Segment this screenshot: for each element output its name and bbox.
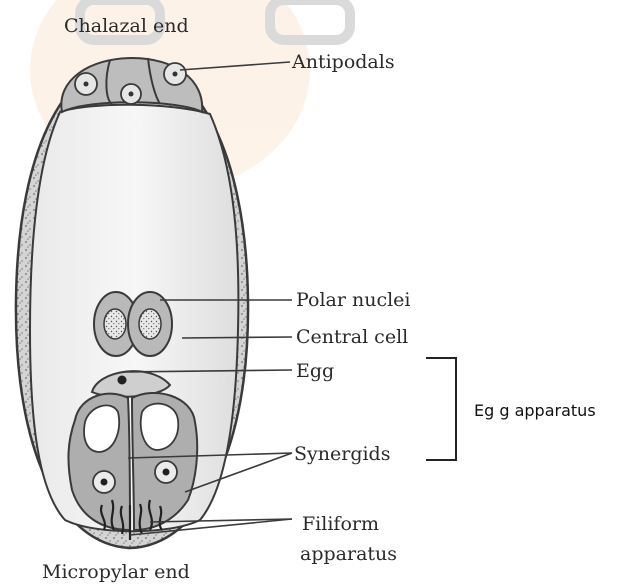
label-filiform-line2: apparatus (300, 543, 397, 565)
label-filiform-line1: Filiform (302, 513, 379, 535)
egg-apparatus-bracket (426, 358, 456, 460)
label-egg-apparatus: Eg g apparatus (474, 401, 596, 420)
label-micropylar-end: Micropylar end (42, 561, 190, 583)
label-polar-nuclei: Polar nuclei (296, 289, 411, 311)
label-central-cell: Central cell (296, 326, 408, 348)
label-chalazal-end: Chalazal end (64, 15, 189, 37)
label-antipodals: Antipodals (291, 51, 395, 73)
label-egg: Egg (296, 360, 334, 382)
label-synergids: Synergids (294, 443, 390, 465)
